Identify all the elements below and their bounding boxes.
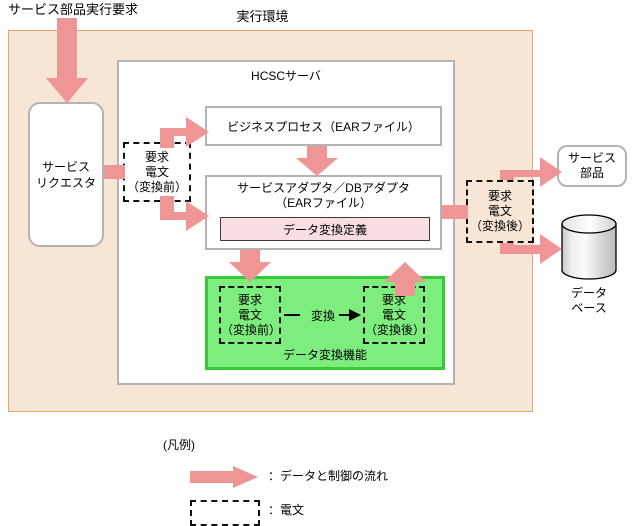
service-adapter-title-line2: （EARファイル） — [275, 196, 372, 210]
top-caption: サービス部品実行要求 — [8, 2, 139, 17]
business-process-label: ビジネスプロセス（EARファイル） — [227, 119, 420, 134]
database-label-line1: データ — [570, 286, 607, 300]
request-message-before-box: 要求 電文 （変換前） — [123, 142, 191, 202]
request-message-after-line1: 要求 — [487, 189, 512, 203]
service-adapter-box: サービスアダプタ／DBアダプタ （EARファイル） データ変換定義 — [205, 175, 442, 250]
conversion-input-line3: （変換前） — [221, 322, 282, 337]
request-message-after-line2: 電文 — [487, 204, 512, 218]
service-component-box: サービス 部品 — [557, 145, 627, 187]
service-component-line1: サービス — [567, 151, 616, 165]
service-component-line2: 部品 — [579, 166, 604, 180]
request-message-before-line3: （変換前） — [126, 179, 187, 194]
database-label-line2: ベース — [571, 301, 607, 315]
conversion-input-message-box: 要求 電文 （変換前） — [219, 286, 281, 344]
legend-arrow-row: ：データと制御の流れ — [190, 466, 490, 488]
service-requester-line1: サービス — [41, 159, 90, 174]
legend-message-box-icon — [190, 500, 260, 526]
service-requester-box: サービス リクエスタ — [28, 102, 104, 247]
conversion-output-message-box: 要求 電文 （変換後） — [363, 286, 425, 344]
conversion-output-line1: 要求 — [381, 292, 406, 307]
conversion-output-line3: （変換後） — [365, 322, 426, 337]
hcsc-server-title: HCSCサーバ — [251, 69, 321, 83]
business-process-box: ビジネスプロセス（EARファイル） — [205, 106, 442, 146]
conversion-input-line2: 電文 — [237, 307, 262, 322]
request-message-after-box: 要求 電文 （変換後） — [466, 180, 534, 243]
request-message-after-line3: （変換後） — [469, 219, 530, 233]
legend-box-row: ：電文 — [190, 500, 490, 526]
database-cylinder-icon — [561, 214, 617, 280]
data-transform-definition-box: データ変換定義 — [220, 217, 430, 241]
request-message-before-line1: 要求 — [144, 149, 169, 164]
database-shape: データ ベース — [556, 212, 622, 322]
service-requester-line2: リクエスタ — [35, 175, 96, 190]
database-label: データ ベース — [556, 286, 622, 316]
legend-title: (凡例) — [163, 438, 195, 452]
legend-arrow-label: ：データと制御の流れ — [268, 469, 389, 483]
legend-box-label: ：電文 — [268, 503, 305, 517]
conversion-output-line2: 電文 — [381, 307, 406, 322]
service-adapter-title-line1: サービスアダプタ／DBアダプタ — [237, 181, 410, 195]
legend-flow-arrow-icon — [190, 466, 258, 488]
conversion-input-line1: 要求 — [237, 292, 262, 307]
execution-environment-title: 実行環境 — [236, 9, 289, 24]
request-message-before-line2: 電文 — [144, 164, 169, 179]
service-adapter-title: サービスアダプタ／DBアダプタ （EARファイル） — [207, 181, 440, 211]
data-conversion-function-label: データ変換機能 — [282, 348, 367, 362]
